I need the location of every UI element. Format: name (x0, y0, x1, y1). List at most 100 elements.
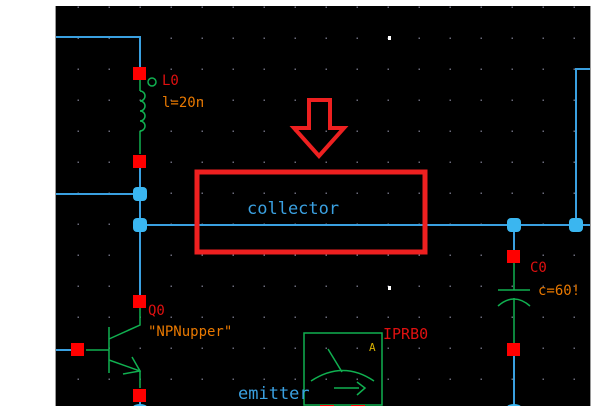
grid-dot (387, 192, 389, 194)
grid-dot (387, 130, 389, 132)
grid-dot (294, 378, 296, 380)
junction-dot (507, 404, 521, 406)
grid-dot (294, 68, 296, 70)
grid-dot (201, 68, 203, 70)
grid-dot (108, 6, 110, 8)
grid-dot (573, 378, 575, 380)
grid-dot (263, 68, 265, 70)
grid-dot (294, 161, 296, 163)
grid-dot (418, 347, 420, 349)
grid-dot (356, 130, 358, 132)
grid-dot (480, 99, 482, 101)
grid-dot (356, 285, 358, 287)
grid-dot (573, 99, 575, 101)
schematic-canvas[interactable]: L0 l=20n C0 c=60! Q0 "NPNupper" (55, 6, 591, 406)
grid-dot (449, 68, 451, 70)
grid-dot (573, 6, 575, 8)
grid-dot (542, 347, 544, 349)
grid-dot (449, 192, 451, 194)
net-label-collector[interactable]: collector (247, 199, 339, 219)
wire-top-left[interactable] (56, 36, 141, 72)
grid-dot (325, 254, 327, 256)
pin-probe-right[interactable] (351, 405, 365, 406)
grid-dot (480, 37, 482, 39)
grid-dot (108, 378, 110, 380)
capacitor-symbol[interactable] (497, 262, 531, 343)
grid-dot (201, 192, 203, 194)
grid-dot (108, 285, 110, 287)
grid-dot (294, 37, 296, 39)
grid-dot (77, 37, 79, 39)
grid-dot (573, 37, 575, 39)
grid-dot (232, 378, 234, 380)
wire-right-riser[interactable] (575, 68, 590, 225)
grid-dot (325, 161, 327, 163)
grid-dot (542, 161, 544, 163)
current-probe-symbol[interactable] (303, 332, 383, 406)
grid-dot (511, 192, 513, 194)
pin-transistor-emitter[interactable] (133, 389, 146, 402)
npn-transistor-symbol[interactable] (86, 307, 142, 388)
grid-dot (418, 37, 420, 39)
grid-dot (573, 130, 575, 132)
grid-dot (449, 285, 451, 287)
probe-letter: A (369, 341, 376, 354)
grid-dot (449, 99, 451, 101)
grid-dot (449, 130, 451, 132)
net-label-emitter[interactable]: emitter (238, 384, 310, 404)
grid-dot (573, 285, 575, 287)
grid-dot (418, 254, 420, 256)
junction-dot (133, 187, 147, 201)
grid-dot (294, 254, 296, 256)
grid-dot (232, 99, 234, 101)
grid-dot (418, 99, 420, 101)
grid-dot (325, 6, 327, 8)
junction-dot (133, 218, 147, 232)
grid-dot (387, 378, 389, 380)
grid-dot (232, 347, 234, 349)
pin-capacitor-top[interactable] (507, 250, 520, 263)
grid-dot (201, 130, 203, 132)
grid-dot (387, 316, 389, 318)
grid-dot (263, 161, 265, 163)
pin-inductor-top[interactable] (133, 67, 146, 80)
pin-probe-left[interactable] (320, 405, 334, 406)
grid-dot (263, 6, 265, 8)
transistor-name: Q0 (148, 303, 165, 319)
pin-transistor-collector[interactable] (133, 295, 146, 308)
grid-dot (108, 316, 110, 318)
grid-dot (232, 254, 234, 256)
grid-dot (294, 192, 296, 194)
grid-dot (77, 130, 79, 132)
grid-dot (263, 285, 265, 287)
schematic-svg: L0 l=20n C0 c=60! Q0 "NPNupper" (56, 6, 590, 406)
grid-dot (356, 161, 358, 163)
grid-dot (77, 223, 79, 225)
grid-dot (573, 347, 575, 349)
grid-dot (511, 6, 513, 8)
grid-dot (232, 37, 234, 39)
inductor-symbol[interactable] (139, 77, 157, 154)
grid-dot (356, 37, 358, 39)
grid-dot (387, 99, 389, 101)
grid-dot (542, 6, 544, 8)
grid-dot (263, 130, 265, 132)
grid-dot (418, 68, 420, 70)
junction-dot (133, 404, 147, 406)
pin-inductor-bottom[interactable] (133, 155, 146, 168)
grid-dot (449, 254, 451, 256)
grid-dot (294, 99, 296, 101)
grid-dot (449, 347, 451, 349)
pin-capacitor-bottom[interactable] (507, 343, 520, 356)
grid-dot (542, 316, 544, 318)
grid-dot (511, 99, 513, 101)
grid-dot (387, 68, 389, 70)
grid-dot (418, 316, 420, 318)
grid-dot (232, 285, 234, 287)
grid-dot (108, 68, 110, 70)
grid-dot (449, 37, 451, 39)
pin-transistor-base[interactable] (71, 343, 84, 356)
grid-dot (325, 316, 327, 318)
grid-dot (325, 37, 327, 39)
grid-dot (480, 285, 482, 287)
